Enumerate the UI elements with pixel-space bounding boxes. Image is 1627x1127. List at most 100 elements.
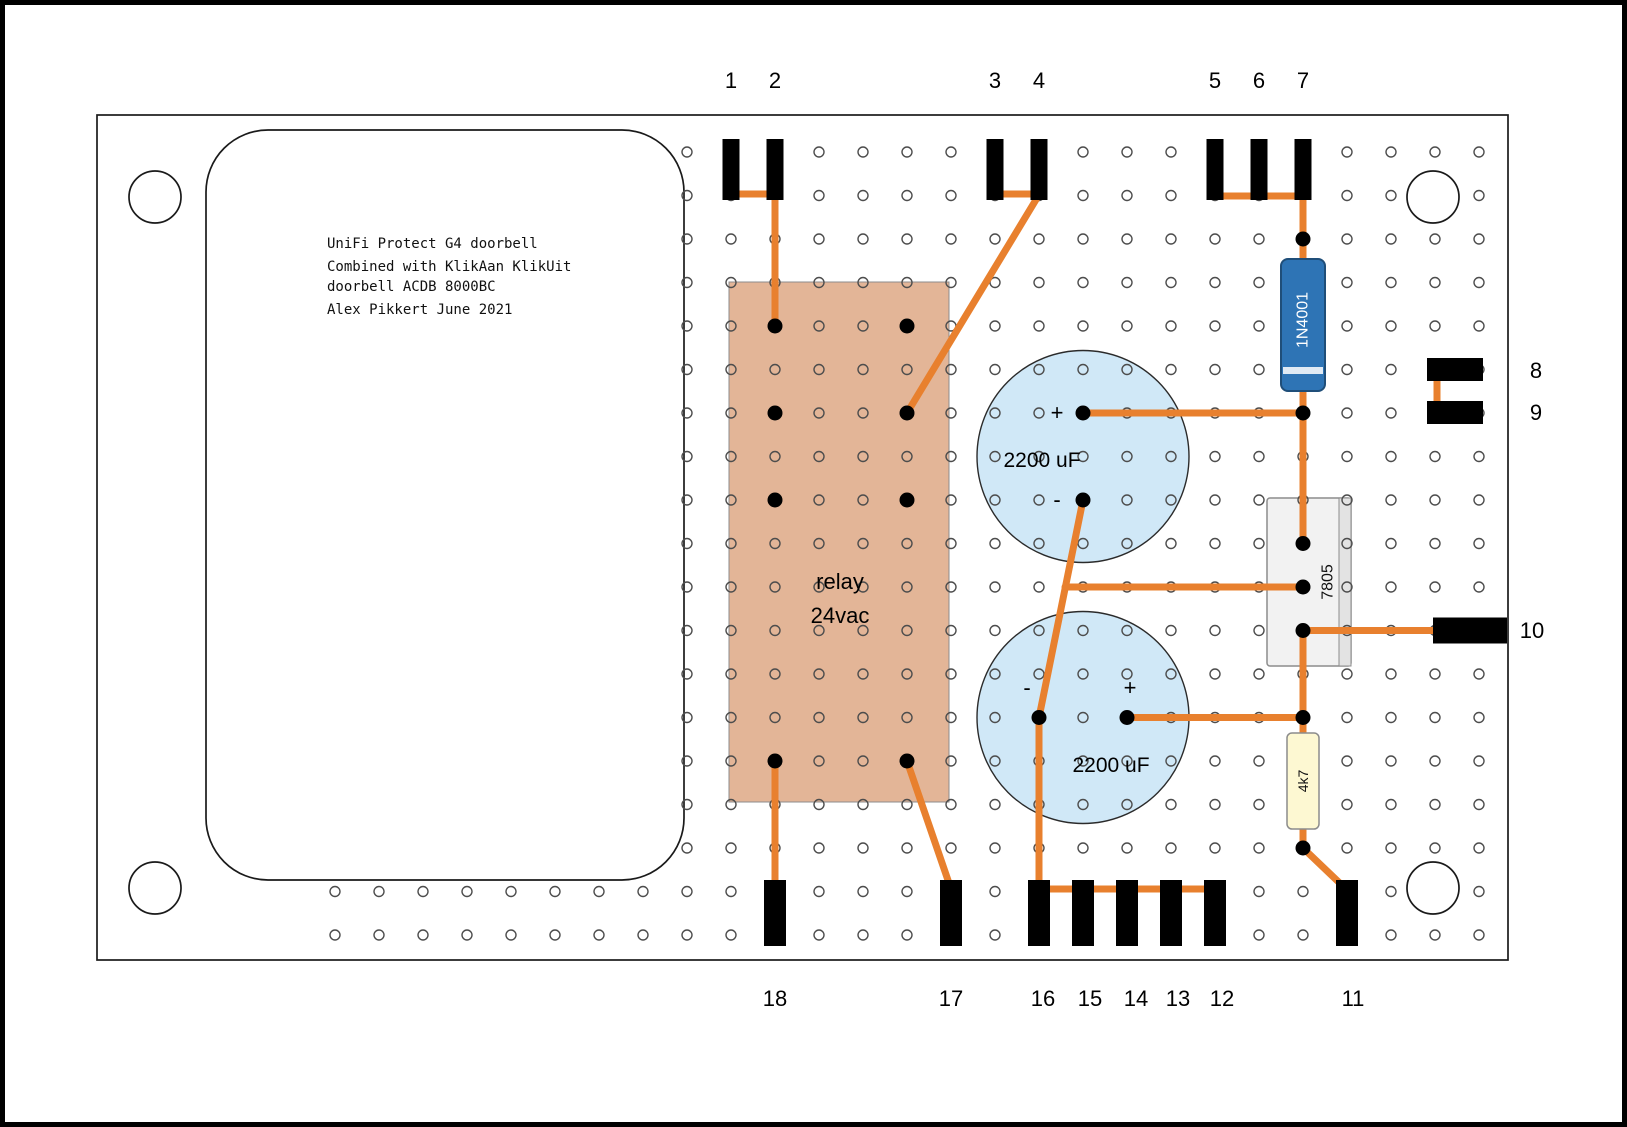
perfboard-hole bbox=[813, 711, 825, 724]
perfboard-hole bbox=[1077, 798, 1089, 811]
resistor-label: 4k7 bbox=[1295, 770, 1311, 793]
pin-label-16: 16 bbox=[1031, 986, 1055, 1011]
perfboard-hole bbox=[945, 755, 957, 767]
perfboard-hole bbox=[945, 189, 957, 202]
perfboard-hole bbox=[989, 450, 1001, 463]
perfboard-hole bbox=[1121, 624, 1133, 637]
perfboard-hole bbox=[1121, 755, 1133, 767]
perfboard-hole bbox=[1165, 668, 1177, 680]
perfboard-hole bbox=[945, 494, 957, 506]
perfboard-hole bbox=[1297, 885, 1309, 898]
perfboard-hole bbox=[1473, 711, 1485, 724]
perfboard-hole bbox=[681, 755, 693, 767]
perfboard-hole bbox=[1077, 276, 1089, 289]
perfboard-hole bbox=[1385, 276, 1397, 289]
perfboard-hole bbox=[1033, 276, 1045, 289]
perfboard-hole bbox=[1121, 537, 1133, 550]
perfboard-hole bbox=[769, 450, 781, 463]
regulator-label: 7805 bbox=[1320, 564, 1337, 600]
perfboard-hole bbox=[725, 450, 737, 463]
perfboard-hole bbox=[989, 755, 1001, 767]
perfboard-hole bbox=[989, 711, 1001, 724]
perfboard-hole bbox=[989, 363, 1001, 376]
perfboard-hole bbox=[1209, 798, 1221, 811]
mounting-hole bbox=[1406, 170, 1460, 224]
perfboard-hole bbox=[857, 798, 869, 811]
pad-9 bbox=[1427, 401, 1483, 424]
perfboard-hole bbox=[813, 885, 825, 898]
perfboard-hole bbox=[681, 276, 693, 289]
perfboard-hole bbox=[1209, 842, 1221, 854]
perfboard-hole bbox=[1077, 537, 1089, 550]
perfboard-hole bbox=[1385, 407, 1397, 419]
perfboard-hole bbox=[1209, 363, 1221, 376]
perfboard-hole bbox=[813, 537, 825, 550]
perfboard-hole bbox=[1165, 320, 1177, 332]
perfboard-hole bbox=[1209, 624, 1221, 637]
pin-label-2: 2 bbox=[769, 68, 781, 93]
perfboard-hole bbox=[989, 276, 1001, 289]
perfboard-hole bbox=[901, 885, 913, 898]
perfboard-hole bbox=[1165, 233, 1177, 245]
perfboard-hole bbox=[681, 711, 693, 724]
perfboard-hole bbox=[681, 624, 693, 637]
mounting-hole bbox=[1406, 861, 1460, 915]
perfboard-hole bbox=[1385, 537, 1397, 550]
perfboard-hole bbox=[945, 450, 957, 463]
solder-joint bbox=[1295, 623, 1311, 638]
perfboard-hole bbox=[1473, 450, 1485, 463]
resistor-body bbox=[1286, 732, 1320, 830]
diode-label: 1N4001 bbox=[1295, 292, 1312, 348]
perfboard-hole bbox=[813, 146, 825, 158]
perfboard-hole bbox=[1341, 320, 1353, 332]
perfboard-hole bbox=[681, 233, 693, 245]
perfboard-hole bbox=[857, 146, 869, 158]
perfboard-hole bbox=[1165, 450, 1177, 463]
perfboard-hole bbox=[857, 842, 869, 854]
perfboard-hole bbox=[1385, 842, 1397, 854]
pin-label-7: 7 bbox=[1297, 68, 1309, 93]
perfboard-hole bbox=[681, 189, 693, 202]
perfboard-hole bbox=[461, 929, 473, 941]
perfboard-hole bbox=[813, 363, 825, 376]
mounting-holes bbox=[128, 170, 1460, 915]
solder-joint bbox=[767, 492, 783, 508]
perfboard-hole bbox=[1341, 407, 1353, 419]
cap-top-minus-sign: - bbox=[1053, 487, 1060, 512]
perfboard-hole bbox=[901, 624, 913, 637]
perfboard-hole bbox=[637, 885, 649, 898]
perfboard-hole bbox=[1165, 624, 1177, 637]
perfboard-hole bbox=[1473, 885, 1485, 898]
perfboard-hole bbox=[857, 276, 869, 289]
perfboard-hole bbox=[1253, 233, 1265, 245]
perfboard-hole bbox=[901, 537, 913, 550]
perfboard-hole bbox=[1341, 494, 1353, 506]
perfboard-hole bbox=[945, 711, 957, 724]
pin-label-14: 14 bbox=[1124, 986, 1148, 1011]
perfboard-hole bbox=[813, 842, 825, 854]
pin-label-17: 17 bbox=[939, 986, 963, 1011]
perfboard-hole bbox=[1341, 537, 1353, 550]
perfboard-hole bbox=[813, 929, 825, 941]
perfboard-hole bbox=[1253, 494, 1265, 506]
perfboard-hole bbox=[681, 407, 693, 419]
perfboard-hole bbox=[725, 363, 737, 376]
perfboard-hole bbox=[1077, 146, 1089, 158]
perfboard-hole bbox=[505, 885, 517, 898]
perfboard-hole bbox=[813, 624, 825, 637]
perfboard-hole bbox=[989, 494, 1001, 506]
perfboard-hole bbox=[1209, 450, 1221, 463]
perfboard-hole bbox=[1473, 798, 1485, 811]
pad-2 bbox=[766, 139, 784, 200]
perfboard-hole bbox=[681, 363, 693, 376]
perfboard-hole bbox=[1033, 320, 1045, 332]
perfboard-hole bbox=[1033, 450, 1045, 463]
perfboard-hole bbox=[1341, 233, 1353, 245]
perfboard-hole bbox=[901, 842, 913, 854]
perfboard-hole bbox=[1253, 624, 1265, 637]
perfboard-hole bbox=[1121, 233, 1133, 245]
perfboard-hole bbox=[1429, 320, 1441, 332]
perfboard-hole bbox=[1341, 146, 1353, 158]
perfboard-hole bbox=[1077, 668, 1089, 680]
perfboard-hole bbox=[725, 407, 737, 419]
